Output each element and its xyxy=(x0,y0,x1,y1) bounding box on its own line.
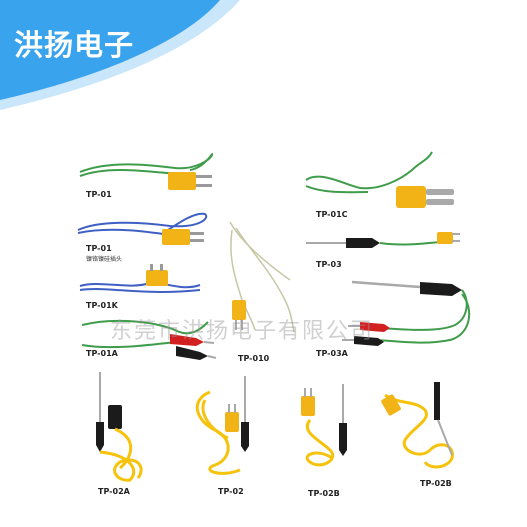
banner-shape xyxy=(0,0,220,100)
product-tp-01k xyxy=(79,264,201,293)
label-tp-02b-1: TP-02B xyxy=(308,489,340,498)
yellow-plug xyxy=(168,172,196,190)
company-watermark: 东莞市洪扬电子有限公司 xyxy=(110,319,375,344)
product-tp-03 xyxy=(306,232,460,248)
product-tp-03a xyxy=(342,280,471,346)
product-tp-01-blue xyxy=(77,212,208,245)
label-tp-01a: TP-01A xyxy=(86,349,118,358)
label-tp-010: TP-010 xyxy=(238,354,270,363)
product-tp-02b-2 xyxy=(381,382,454,469)
label-tp-01k: TP-01K xyxy=(86,301,118,310)
label-tp-01-blue: TP-01 xyxy=(86,244,112,253)
product-tp-02b-1 xyxy=(301,384,347,467)
product-tp-01-green xyxy=(79,153,214,190)
product-tp-01a xyxy=(81,319,217,360)
label-tp-01c: TP-01C xyxy=(316,210,348,219)
label-tp-02b-2: TP-02B xyxy=(420,479,452,488)
product-tp-01c xyxy=(305,151,454,208)
label-tp-02: TP-02 xyxy=(218,487,244,496)
product-tp-02a xyxy=(96,372,143,482)
label-tp-01-green: TP-01 xyxy=(86,190,112,199)
label-tp-03a: TP-03A xyxy=(316,349,348,358)
brand-title: 洪扬电子 xyxy=(14,28,135,62)
label-tp-03: TP-03 xyxy=(316,260,342,269)
product-tp-02 xyxy=(195,376,249,475)
label-tp-02a: TP-02A xyxy=(98,487,130,496)
brand-banner xyxy=(0,0,240,110)
product-tp-010 xyxy=(229,221,295,333)
label-tp-01-note: 镍铬镍硅插头 xyxy=(86,256,123,263)
